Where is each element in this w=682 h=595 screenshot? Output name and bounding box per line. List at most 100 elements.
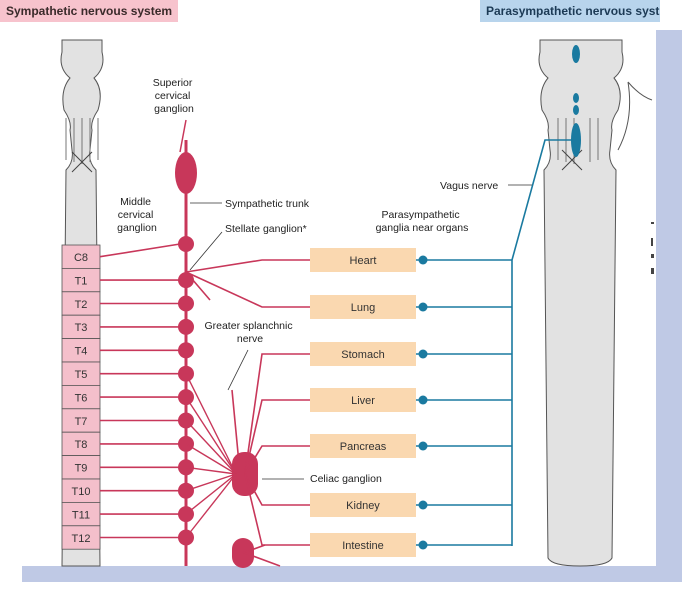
left-cord-ridges — [65, 118, 99, 164]
postganglionic-fiber — [244, 399, 310, 475]
parasympathetic-ganglia-label: Parasympathetic ganglia near organs — [376, 209, 469, 234]
brainstem-nuclei — [571, 45, 581, 157]
segment-label: T8 — [75, 439, 88, 451]
organ-box — [310, 388, 416, 412]
organ-label: Kidney — [346, 500, 380, 512]
stellate-ganglion-label: Stellate ganglion* — [225, 223, 307, 235]
parasympathetic-header: Parasympathetic nervous syst — [480, 0, 660, 22]
organ-boxes: HeartLungStomachLiverPancreasKidneyIntes… — [310, 248, 512, 557]
segment-label: T12 — [72, 533, 91, 545]
splanchnic-fiber — [185, 473, 237, 492]
postganglionic-fiber — [244, 473, 310, 506]
celiac-ganglion-label: Celiac ganglion — [310, 473, 382, 485]
segment-label: T11 — [72, 509, 90, 521]
label-line: Greater splanchnic — [204, 320, 292, 332]
right-bracket — [617, 81, 653, 151]
organ-box — [310, 533, 416, 557]
sympathetic-connections — [99, 243, 310, 567]
vagus-nerve-label: Vagus nerve — [440, 180, 498, 192]
splanchnic-fiber — [185, 420, 237, 475]
nucleus-2 — [573, 93, 579, 103]
postganglionic-fiber — [244, 552, 281, 567]
segment-label: T2 — [75, 299, 88, 311]
trunk-ganglion — [178, 318, 194, 335]
clipped-fragment — [651, 238, 653, 246]
ramus-line — [99, 243, 181, 258]
label-line: cervical — [155, 90, 191, 102]
clipped-fragment — [651, 268, 654, 274]
parasympathetic-ganglion — [418, 441, 428, 451]
postganglionic-fiber — [185, 271, 310, 308]
organ-label: Intestine — [342, 540, 384, 552]
segment-label: T10 — [72, 486, 91, 498]
segment-label: T6 — [75, 392, 88, 404]
superior-cervical-ganglion — [175, 152, 197, 194]
left-cord-decussation — [71, 151, 93, 173]
parasympathetic-ganglion — [418, 255, 428, 265]
segment-label: T3 — [75, 322, 88, 334]
parasympathetic-ganglion — [418, 500, 428, 510]
organ-box — [310, 295, 416, 319]
organ-box — [310, 493, 416, 517]
right-cord-body — [538, 39, 624, 567]
nucleus-1 — [572, 45, 580, 63]
postganglionic-fiber — [185, 259, 310, 273]
label-line: Superior — [153, 77, 193, 89]
organ-label: Stomach — [341, 349, 384, 361]
nucleus-4 — [571, 123, 581, 157]
label-line: nerve — [237, 333, 263, 345]
splanchnic-fiber — [185, 443, 237, 475]
label-line: cervical — [118, 209, 154, 221]
middle-cervical-ganglion — [178, 236, 194, 252]
greater-splanchnic-nerve-label: Greater splanchnic nerve — [204, 320, 295, 345]
clipped-text-fragments — [651, 222, 654, 274]
postganglionic-fiber — [244, 473, 310, 546]
clipped-fragment — [651, 222, 654, 224]
label-line: ganglion — [117, 222, 157, 234]
segment-label: T4 — [75, 346, 88, 358]
stellate-ganglion-leader — [189, 231, 223, 271]
trunk-ganglion — [178, 295, 194, 312]
nucleus-3 — [573, 105, 579, 115]
segment-label: T1 — [75, 275, 88, 287]
segment-label: T5 — [75, 369, 88, 381]
parasympathetic-ganglion — [418, 349, 428, 359]
segment-label: T7 — [75, 416, 88, 428]
middle-cervical-ganglion-label: Middle cervical ganglion — [117, 196, 157, 234]
parasympathetic-ganglion — [418, 302, 428, 312]
postganglionic-fiber — [242, 544, 266, 554]
parasympathetic-ganglion — [418, 540, 428, 550]
parasympathetic-ganglion — [418, 395, 428, 405]
postganglionic-fiber — [185, 271, 211, 301]
organ-label: Heart — [350, 255, 377, 267]
vagus-nerve-path — [511, 139, 574, 546]
label-line: Parasympathetic — [381, 209, 459, 221]
segment-label: C8 — [74, 252, 88, 264]
label-line: ganglion — [154, 103, 194, 115]
trunk-ganglion — [178, 342, 194, 359]
organ-box — [310, 434, 416, 458]
splanchnic-fiber — [185, 373, 237, 475]
organ-box — [310, 342, 416, 366]
splanchnic-fiber — [185, 466, 237, 475]
organ-label: Pancreas — [340, 441, 387, 453]
postganglionic-fiber — [244, 445, 310, 475]
superior-cervical-ganglion-label: Superior cervical ganglion — [153, 77, 196, 115]
sympathetic-header: Sympathetic nervous system — [0, 0, 179, 22]
organ-label: Liver — [351, 395, 375, 407]
label-line: Middle — [120, 196, 151, 208]
sympathetic-trunk-label: Sympathetic trunk — [225, 198, 310, 210]
splanchnic-fiber — [185, 396, 237, 475]
postganglionic-fiber — [244, 353, 310, 475]
greater-splanchnic-leader — [227, 349, 249, 391]
label-line: ganglia near organs — [376, 222, 469, 234]
organ-box — [310, 248, 416, 272]
segment-label: T9 — [75, 463, 88, 475]
clipped-fragment — [651, 254, 654, 258]
superior-ganglion-stem — [179, 119, 187, 153]
splanchnic-fiber — [185, 473, 237, 515]
organ-label: Lung — [351, 302, 375, 314]
